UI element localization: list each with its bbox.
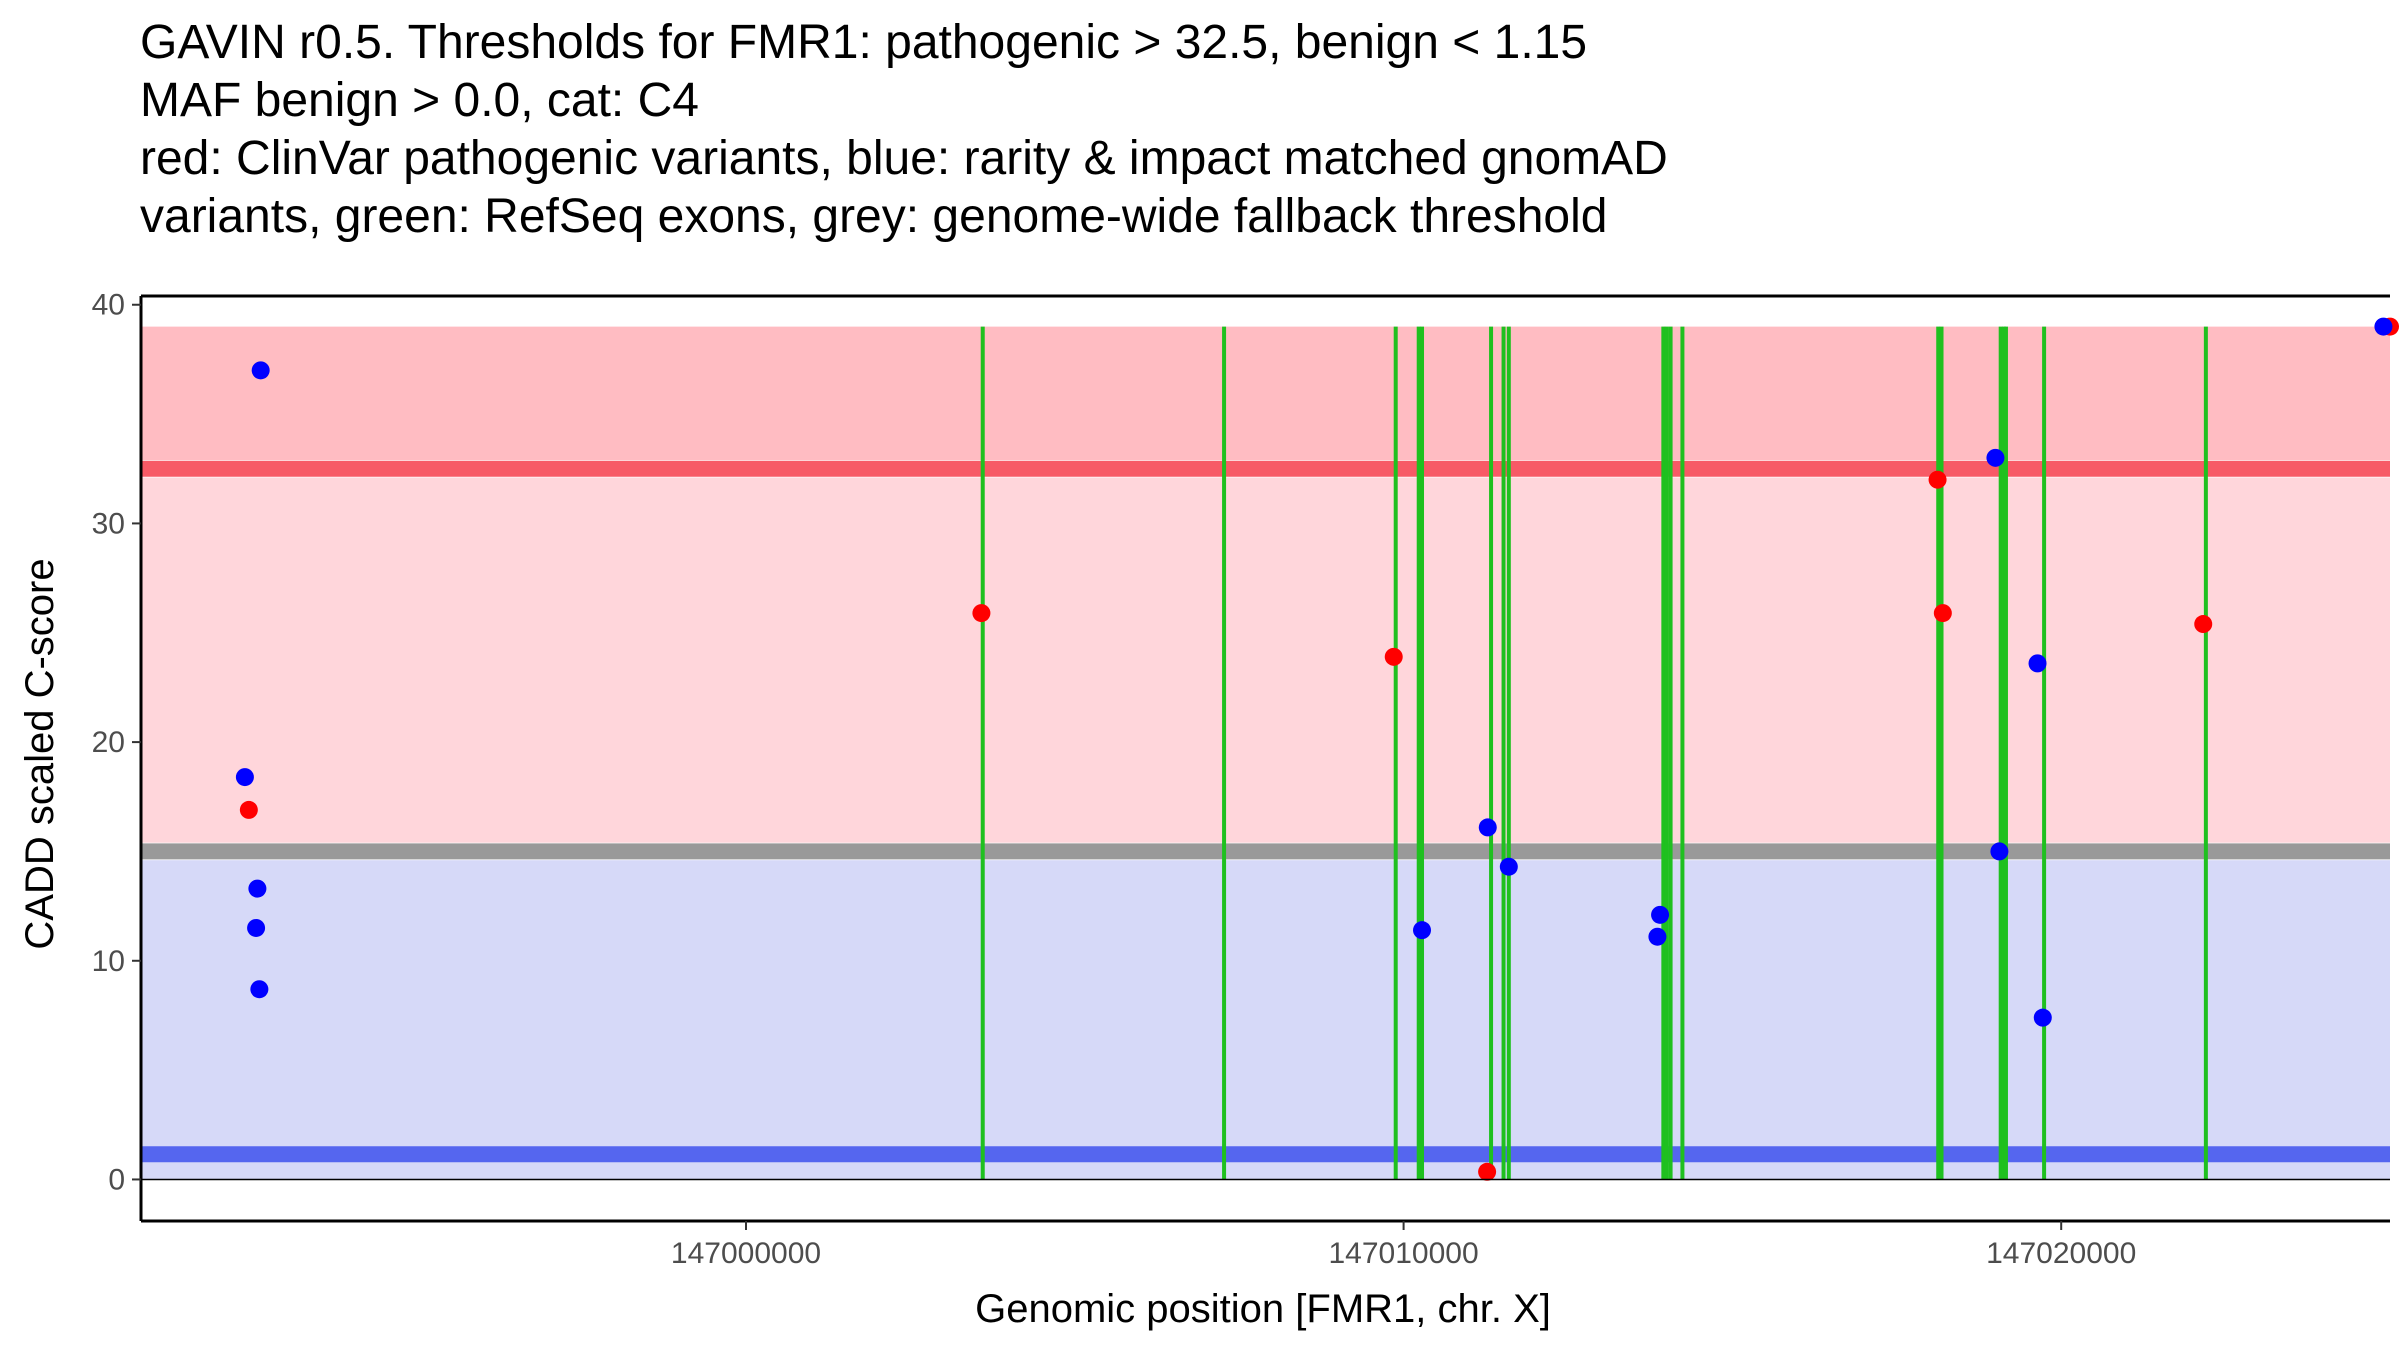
benign-point-2 (251, 361, 270, 380)
pathogenic-region (141, 477, 2390, 843)
pathogenic-point-6 (1933, 604, 1952, 623)
benign-point-3 (248, 879, 267, 898)
y-axis-title: CADD scaled C-score (18, 558, 62, 949)
benign-point-13 (2028, 654, 2047, 673)
y-tick-label-0: 0 (108, 1163, 125, 1196)
benign-point-12 (1990, 842, 2009, 861)
benign-point-9 (1651, 905, 1670, 924)
pathogenic-point-7 (2194, 615, 2213, 634)
benign-point-4 (247, 918, 266, 937)
y-tick-label-10: 10 (92, 945, 125, 978)
benign-point-7 (1478, 818, 1497, 837)
points-layer (235, 317, 2399, 1181)
y-tick-label-20: 20 (92, 726, 125, 759)
pathogenic-point-3 (1384, 647, 1403, 666)
title-line-2: MAF benign > 0.0, cat: C4 (140, 74, 699, 127)
x-tick-label-147020000: 147020000 (1986, 1237, 2136, 1270)
pathogenic-point-5 (1928, 470, 1947, 489)
benign-point-8 (1499, 857, 1518, 876)
benign-point-10 (1648, 927, 1667, 946)
y-tick-label-40: 40 (92, 289, 125, 322)
x-axis-title: Genomic position [FMR1, chr. X] (975, 1287, 1551, 1331)
benign-point-5 (250, 980, 269, 999)
exons-layer (980, 326, 2208, 1180)
benign-point-1 (235, 768, 254, 787)
title-line-4: variants, green: RefSeq exons, grey: gen… (140, 190, 1608, 243)
benign-point-6 (1413, 921, 1432, 940)
y-tick-label-30: 30 (92, 507, 125, 540)
chart-title: GAVIN r0.5. Thresholds for FMR1: pathoge… (140, 14, 2340, 246)
axes-layer: 0 10 20 30 40 147000000 147010000 147020000 (92, 289, 2390, 1270)
benign-point-15 (2374, 317, 2393, 336)
pathogenic-point-1 (239, 800, 258, 819)
high-pathogenic-region (141, 326, 2390, 461)
bands-layer (141, 326, 2390, 1180)
benign-region (141, 860, 2390, 1180)
benign-point-14 (2033, 1008, 2052, 1027)
title-line-3: red: ClinVar pathogenic variants, blue: … (140, 132, 1668, 185)
title-line-1: GAVIN r0.5. Thresholds for FMR1: pathoge… (140, 16, 1588, 69)
benign-point-11 (1986, 448, 2005, 467)
pathogenic-point-2 (972, 604, 991, 623)
x-tick-label-147000000: 147000000 (671, 1237, 821, 1270)
x-tick-label-147010000: 147010000 (1329, 1237, 1479, 1270)
pathogenic-point-4 (1478, 1162, 1497, 1181)
